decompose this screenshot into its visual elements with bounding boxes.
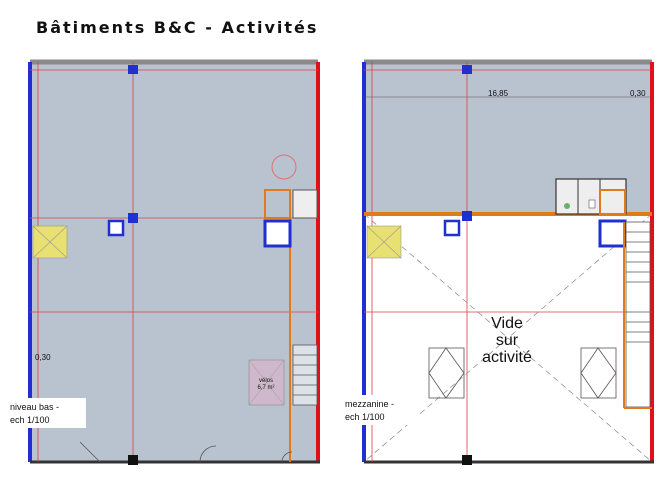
column <box>128 213 138 223</box>
side-dimension: 0,30 <box>35 353 51 362</box>
void-label-line3: activité <box>482 349 532 366</box>
shaft <box>107 219 125 237</box>
stair-core <box>264 189 291 219</box>
sanitary-block <box>555 178 627 215</box>
plan-caption: niveau bas - <box>10 402 59 412</box>
side-dimension: 0,30 <box>630 89 646 98</box>
door-swing <box>79 441 101 463</box>
skylight <box>580 347 617 399</box>
void-label-line2: sur <box>496 332 519 349</box>
turning-circle <box>271 154 297 180</box>
caption-box <box>340 395 420 425</box>
column <box>462 455 472 465</box>
plan-scale: ech 1/100 <box>10 415 50 425</box>
stair-core <box>599 189 626 215</box>
column <box>462 65 472 74</box>
column <box>462 211 472 221</box>
plan-scale: ech 1/100 <box>345 412 385 422</box>
mezzanine-dimension: 16,85 <box>488 89 509 98</box>
bike-storage-area: 6,7 m² <box>257 385 274 391</box>
wc-room <box>292 189 318 219</box>
plan-caption: mezzanine - <box>345 399 394 409</box>
staircase <box>292 344 318 406</box>
structural-grid <box>30 62 318 462</box>
column <box>128 65 138 74</box>
lift-shaft <box>598 219 627 248</box>
shaft <box>443 219 461 237</box>
plan-mezzanine: 16,85 0,30 <box>340 59 654 465</box>
column <box>128 455 138 465</box>
void-diagonals <box>363 213 653 463</box>
void-label-line1: Vide <box>491 315 523 332</box>
caption-box <box>6 398 86 428</box>
staircase <box>625 221 651 408</box>
page-title: Bâtiments B&C - Activités <box>36 18 319 37</box>
lift-shaft <box>263 219 292 248</box>
plan-niveau-bas: vélos 6,7 m² 0,30 niveau bas - ech 1/100 <box>6 59 320 465</box>
door-swing <box>281 451 293 463</box>
door-swing <box>199 445 217 463</box>
watermark: leboncoin <box>8 466 64 481</box>
skylight <box>428 347 465 399</box>
bike-storage-label: vélos <box>259 378 273 384</box>
